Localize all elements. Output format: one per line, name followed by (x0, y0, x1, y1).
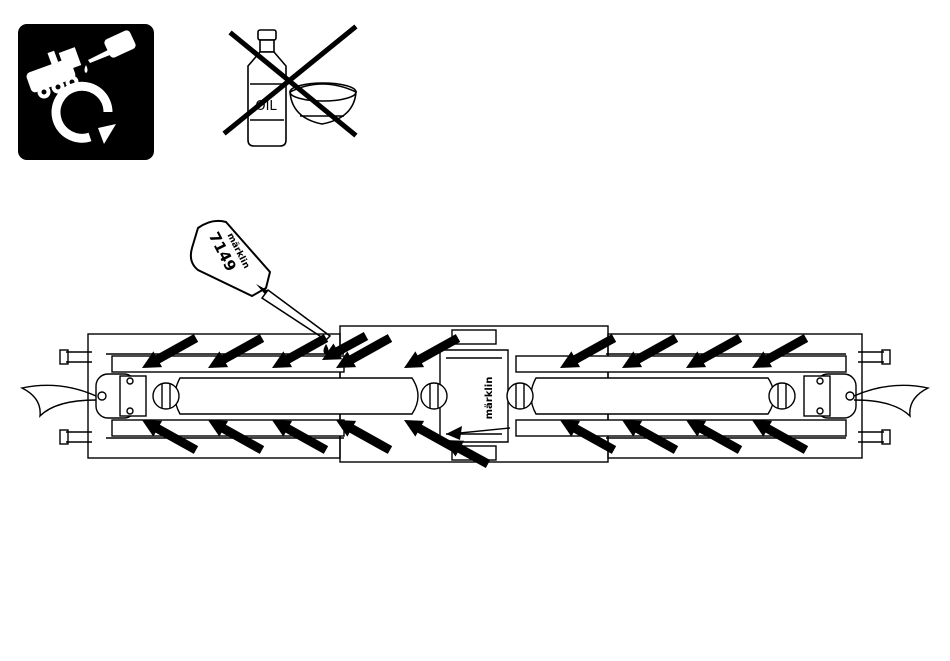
oiler-bottle-icon: 7149 märklin (191, 221, 330, 355)
cross-mark (226, 28, 354, 134)
chassis-brand-mark: märklin (484, 377, 495, 420)
lubrication-arrow (404, 334, 460, 368)
oil-service-icon (18, 24, 154, 160)
lubrication-arrow (336, 420, 392, 454)
lubrication-arrow (444, 440, 490, 468)
no-oil-bottle-icon (248, 30, 356, 146)
direction-arrow-icon (446, 426, 462, 440)
